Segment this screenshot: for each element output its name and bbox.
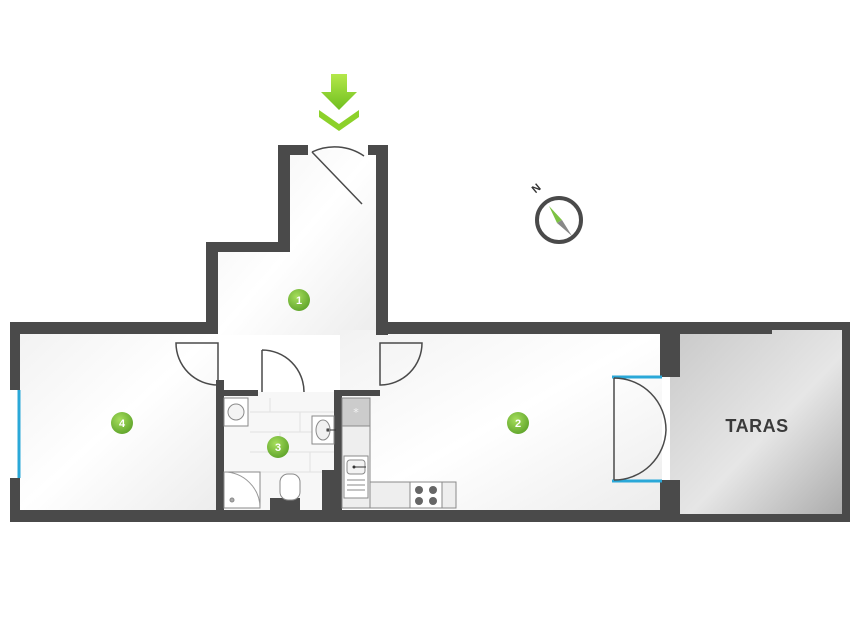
fridge-icon — [341, 397, 371, 427]
room-number-4: 4 — [119, 418, 126, 430]
compass-icon: N — [530, 182, 583, 244]
shower-icon — [223, 471, 261, 509]
room-marker-4: 4 — [111, 412, 133, 434]
door-room-2 — [379, 342, 423, 386]
doors — [175, 146, 667, 481]
cooktop-icon — [409, 481, 443, 509]
room-marker-1: 1 — [288, 289, 310, 311]
room-number-1: 1 — [296, 295, 302, 307]
room-marker-3: 3 — [267, 436, 289, 458]
terrace-floor — [670, 330, 848, 516]
fixtures: * — [223, 397, 457, 509]
room-marker-2: 2 — [507, 412, 529, 434]
terrace-label: TARAS — [725, 416, 788, 436]
svg-text:*: * — [353, 406, 359, 419]
terrace-door-right — [613, 429, 667, 481]
compass-north-label: N — [530, 182, 544, 196]
room-1-floor — [218, 150, 376, 335]
walls — [10, 145, 850, 522]
windows — [17, 375, 662, 483]
room-number-3: 3 — [275, 442, 281, 454]
door-bathroom — [261, 349, 305, 393]
entrance-door — [311, 146, 365, 205]
entrance-arrow-icon — [319, 74, 359, 131]
room-number-2: 2 — [515, 418, 521, 430]
toilet-icon — [279, 473, 301, 501]
door-room-4 — [175, 342, 219, 386]
terrace-door-left — [613, 377, 667, 431]
